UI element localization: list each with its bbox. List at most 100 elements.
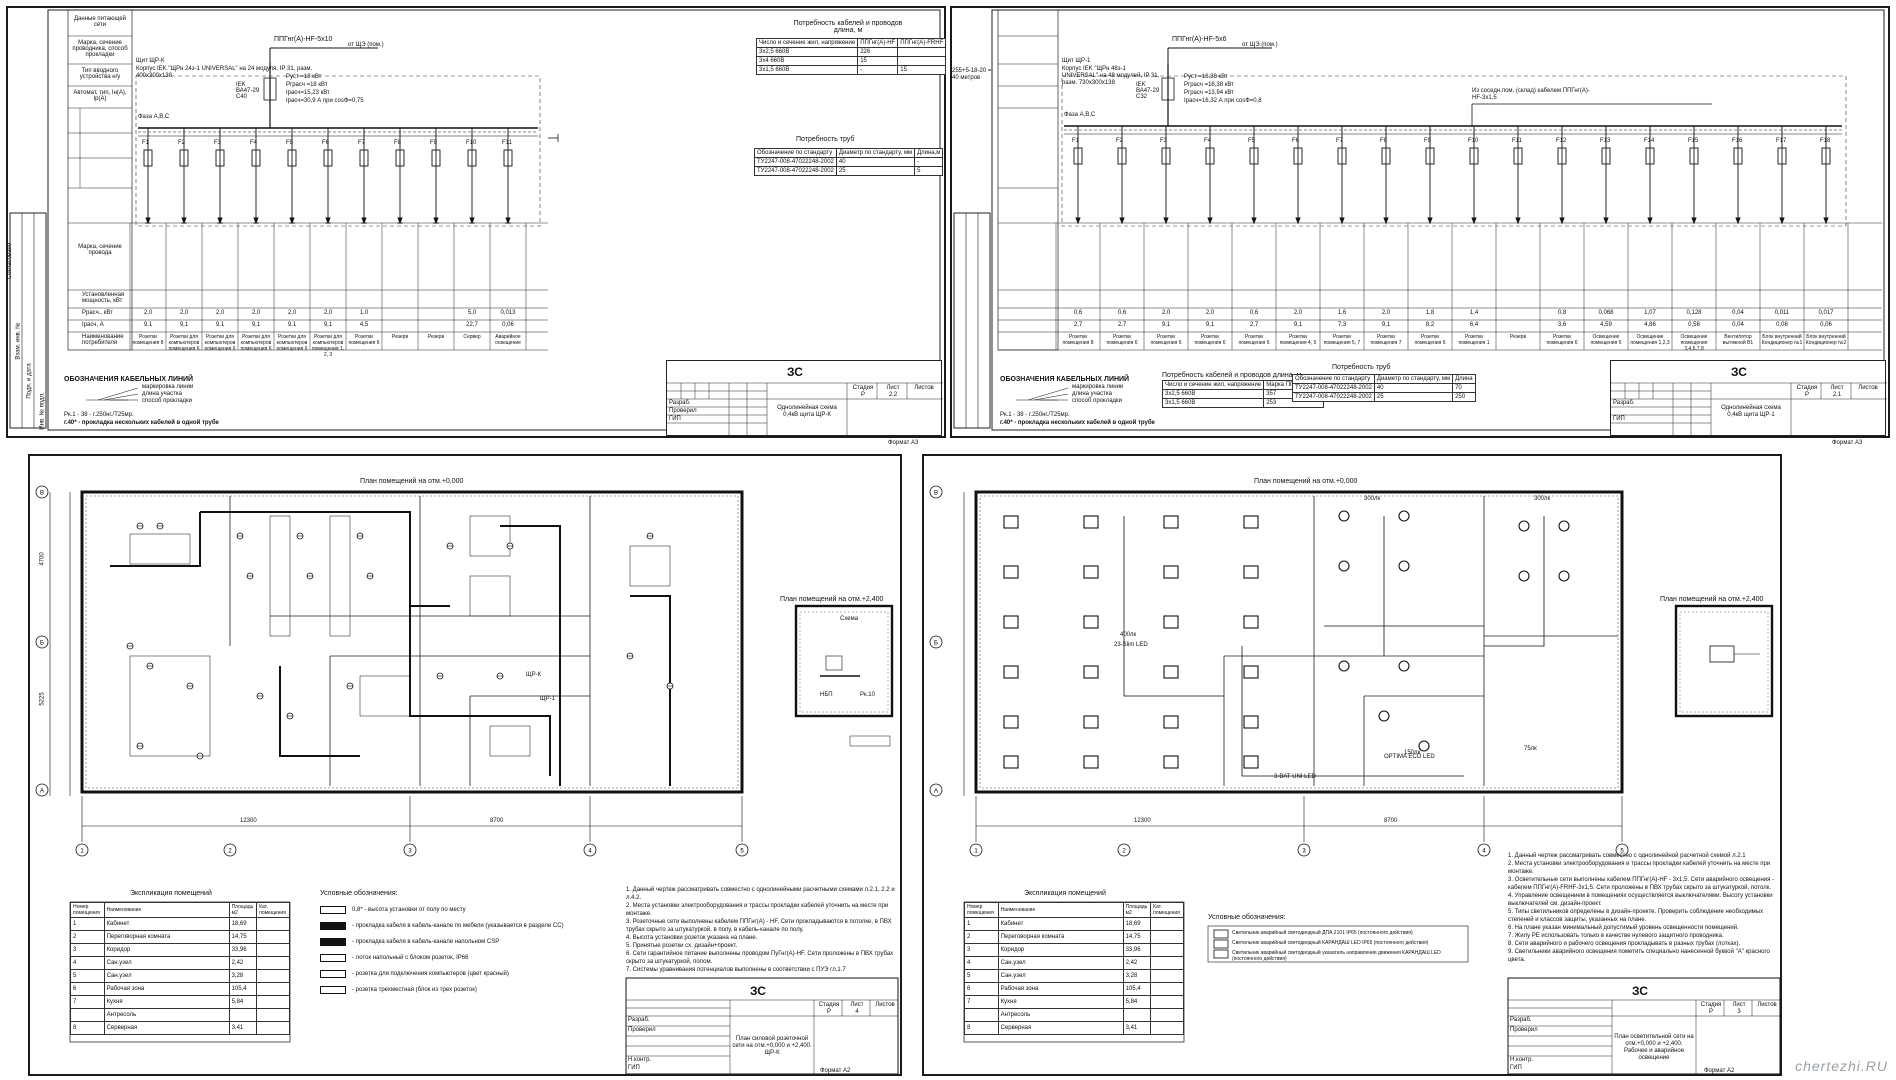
- power-value: 1,4: [1469, 310, 1479, 316]
- cable-cell: 226: [857, 47, 899, 57]
- load-name: Розетки помещения 6: [1106, 334, 1138, 346]
- arrow-mark: [1647, 217, 1653, 225]
- explication-cell: Кухня: [103, 995, 230, 1009]
- explication-cell: 5: [70, 969, 105, 983]
- pipe-th-1: Диаметр по стандарту, мм: [835, 148, 916, 158]
- pipe2-th-0: Обозначение по стандарту: [1292, 374, 1375, 384]
- note-item: 9. Светильники аварийного освещения поме…: [1508, 949, 1770, 963]
- current-value: 0,04: [1732, 322, 1744, 328]
- row-label-2: Тип вводного устройства н/у: [79, 68, 121, 80]
- load-name: Резерв: [427, 334, 445, 340]
- sheet1-legend-item-0: маркировка линии: [142, 384, 194, 390]
- light-fixture-icon: [1003, 615, 1019, 629]
- note-item: 8. Сети аварийного и рабочего освещения …: [1508, 941, 1741, 947]
- explication-header: Номер помещения: [964, 902, 999, 918]
- sheet1-legend-example: Рк.1 - 38 - г.250нг./Т25мр.: [64, 412, 134, 418]
- axis-label-y: Б: [40, 641, 44, 647]
- sheet2-legend-item-1: длина участка: [1072, 391, 1112, 397]
- note-item: 5. Типы светильников определены в дизайн…: [1508, 909, 1764, 923]
- arrow-mark: [289, 217, 295, 225]
- row-label-0: Данные питающей сети: [73, 16, 127, 28]
- cable-cell: 3х2,5 660В: [755, 47, 859, 57]
- explication-header: Номер помещения: [70, 902, 105, 918]
- sheet2-param-0: Руст =16,38 кВт: [1184, 74, 1228, 80]
- symbol-icon: [320, 922, 346, 930]
- sheet2-role-gip: ГИП: [1613, 416, 1625, 422]
- explication-cell: 6: [70, 982, 105, 996]
- load-name: Резерв: [1509, 334, 1527, 340]
- power-value: 2,0: [323, 310, 333, 316]
- explication-cell: [964, 1008, 999, 1022]
- group-label: F12: [1556, 138, 1567, 144]
- downlight-icon: [1378, 710, 1390, 722]
- downlight-icon: [1418, 740, 1430, 752]
- pipe-cell: 40: [835, 157, 916, 167]
- group-label: F17: [1776, 138, 1787, 144]
- explication-cell: Коридор: [103, 943, 230, 957]
- breaker-symbol: [323, 149, 333, 167]
- explication-cell: 5,84: [1122, 995, 1152, 1009]
- fixture-label: 400лк: [1120, 632, 1137, 638]
- explication-cell: [1150, 1021, 1184, 1035]
- explication-header: Наименование: [997, 902, 1124, 918]
- current-value: 9,1: [143, 322, 153, 328]
- sheet3-stage-label: Стадия: [818, 1002, 840, 1008]
- explication-cell: 1: [964, 917, 999, 931]
- current-value: 9,1: [1161, 322, 1171, 328]
- sheet1-panel-name: Щит ЩР-К: [136, 58, 165, 64]
- sheet3-panel-0: ЩР-К: [526, 672, 542, 678]
- load-name: Розетки помещения 6: [1238, 334, 1270, 346]
- group-label: F10: [466, 140, 477, 146]
- pipe-cell: 5: [914, 166, 944, 176]
- axis-label-y: Б: [934, 641, 938, 647]
- load-name: Освещение помещения 6: [1590, 334, 1622, 346]
- sheet2-side-note: 255+5-18-20 = 40 метров: [952, 68, 992, 81]
- power-value: 5,0: [467, 310, 477, 316]
- axis-label-y: А: [40, 789, 44, 795]
- power-value: 2,0: [1293, 310, 1303, 316]
- explication-cell: [1150, 995, 1184, 1009]
- sheet3-role-check: Проверил: [628, 1027, 656, 1033]
- load-name: Розетки для компьютеров помещения 6: [168, 334, 200, 352]
- cable-cell: 15: [897, 65, 947, 75]
- downlight-icon: [1338, 510, 1350, 522]
- sheet4-sheets-label: Листов: [1757, 1002, 1777, 1008]
- row-label-10: Марка, сечение провода: [78, 244, 122, 256]
- explication-cell: Кабинет: [997, 917, 1124, 931]
- load-name: Розетки помещения 8: [132, 334, 164, 346]
- fixture-label: OPTIMA ECO LED: [1384, 754, 1435, 760]
- explication-cell: Кухня: [997, 995, 1124, 1009]
- axis-label-y: В: [934, 491, 938, 497]
- sheet2-feeder-label: ППГнг(А)-HF-5х6: [1172, 36, 1227, 43]
- explication-cell: 3,41: [1122, 1021, 1152, 1035]
- sheet4-symbol-1: Светильник аварийный светодиодный КАРАНД…: [1232, 940, 1429, 946]
- arrow-mark: [1559, 217, 1565, 225]
- axis-bubble-y: [929, 485, 943, 499]
- sheet2-param-1: Рграсч =16,38 кВт: [1184, 82, 1234, 88]
- group-label: F6: [1292, 138, 1300, 144]
- sheet2-format: Формат А3: [1832, 440, 1863, 446]
- note-item: 7. Жилу PE использовать только в качеств…: [1508, 933, 1724, 939]
- group-label: F11: [502, 140, 512, 146]
- symbol-item: - прокладка кабеля в кабель-канале по ме…: [320, 918, 580, 934]
- explication-cell: 2: [964, 930, 999, 944]
- load-name: Аварийное освещение: [495, 334, 521, 346]
- sheet3-notes: 1. Данный чертеж рассматривать совместно…: [626, 886, 896, 974]
- sheet2-sheet-label: Лист: [1830, 385, 1844, 391]
- current-value: 4,59: [1600, 322, 1612, 328]
- explication-cell: Кабинет: [103, 917, 230, 931]
- sheet3-symbols-list: 0,8* - высота установки от полу по месту…: [320, 902, 580, 998]
- explication-cell: 14,75: [228, 930, 258, 944]
- light-fixture-icon: [1083, 615, 1099, 629]
- sheet3-code: ЗС: [750, 984, 766, 998]
- sheet2-from-panel: Из соседн.пом. (склад) кабелем ППГнг(А)-…: [1472, 88, 1590, 101]
- arrow-mark: [397, 217, 403, 225]
- axis-label-x: 5: [1620, 849, 1624, 855]
- power-value: 0,6: [1117, 310, 1127, 316]
- current-value: 4,5: [359, 322, 369, 328]
- sheet1-feeder-label: ППГнг(А)-HF-5х10: [274, 36, 333, 43]
- explication-cell: 7: [964, 995, 999, 1009]
- arrow-mark: [361, 217, 367, 225]
- explication-cell: 3,28: [1122, 969, 1152, 983]
